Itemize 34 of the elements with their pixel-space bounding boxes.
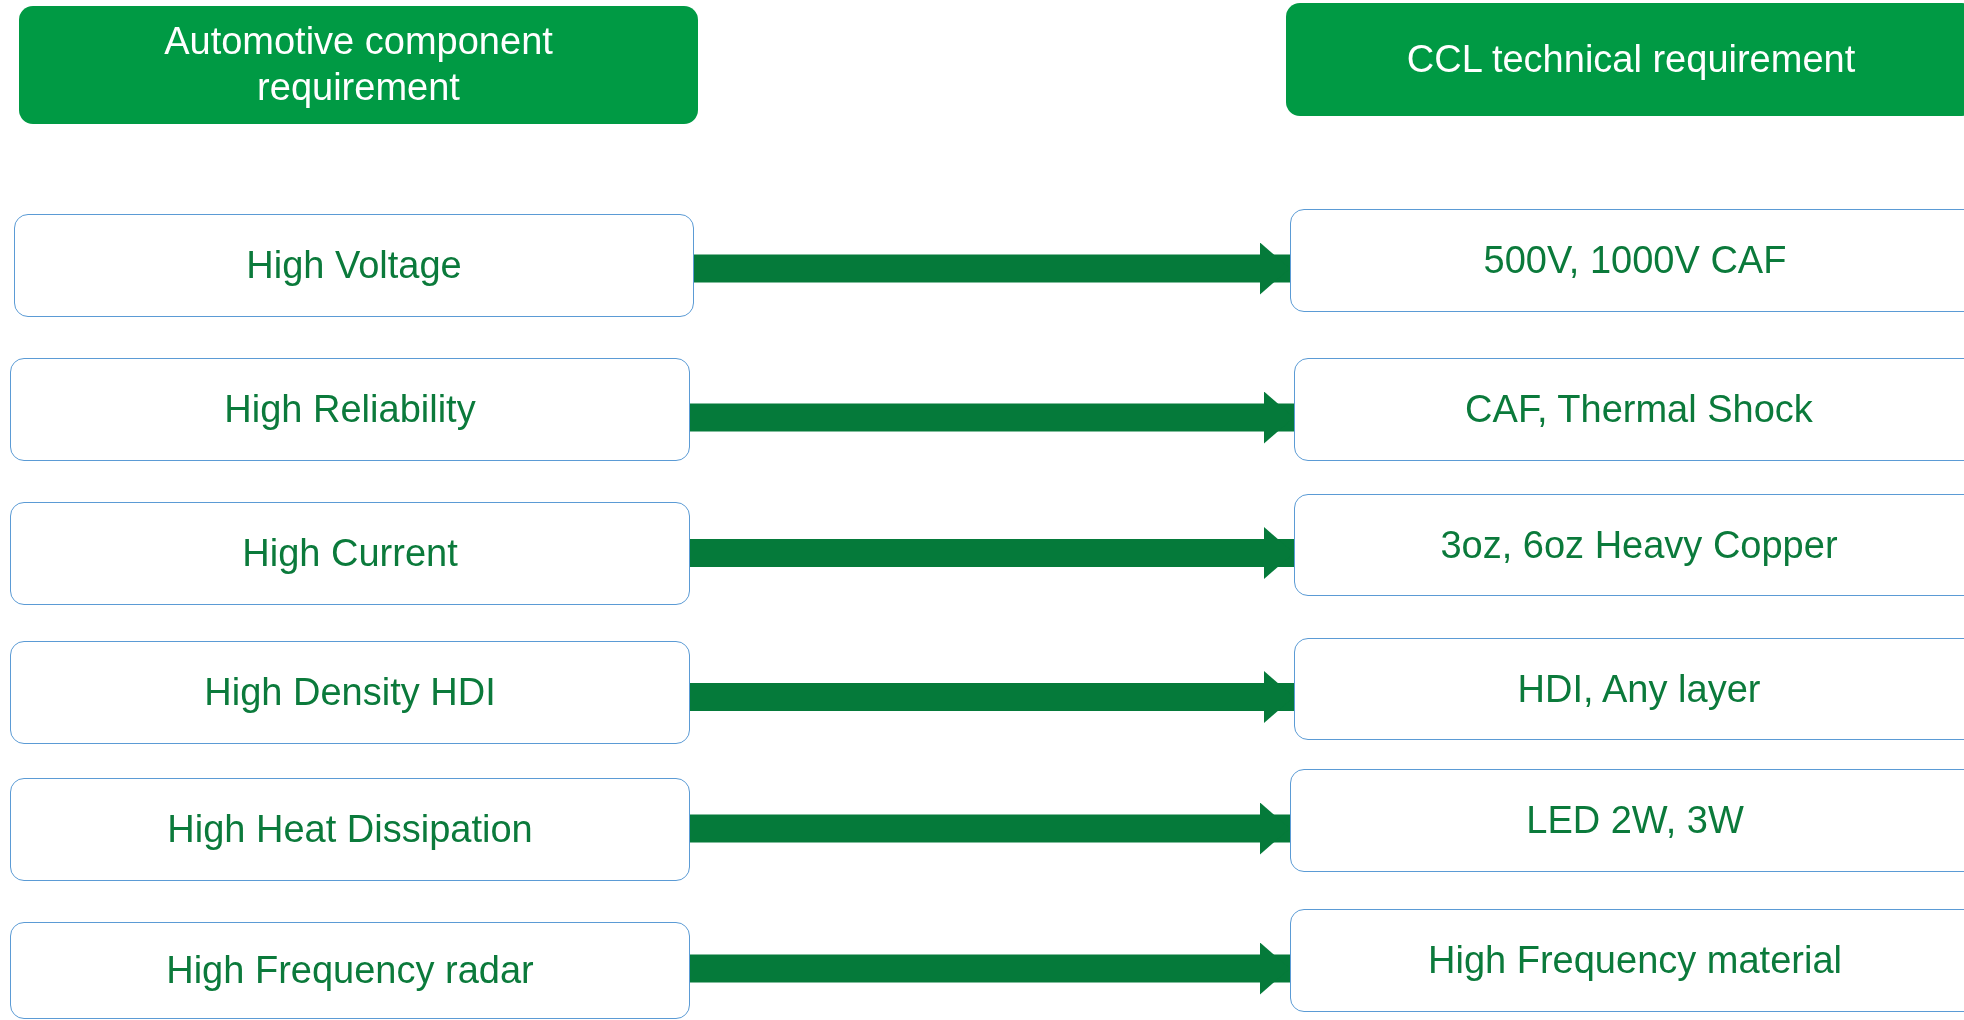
requirement-text: High Voltage xyxy=(245,244,463,287)
requirement-box xyxy=(1290,769,1964,872)
arrow xyxy=(694,242,1290,295)
requirement-box xyxy=(10,922,690,1019)
requirement-box xyxy=(10,641,690,744)
requirement-box xyxy=(10,358,690,461)
arrow xyxy=(690,527,1294,579)
requirement-text: HDI, Any layer xyxy=(1516,667,1762,711)
requirement-text: High Current xyxy=(241,532,459,575)
column-header xyxy=(19,6,698,124)
arrow xyxy=(690,802,1290,855)
arrow xyxy=(690,942,1290,995)
requirement-box xyxy=(14,214,694,317)
header-text: CCL technical requirement xyxy=(1405,36,1857,82)
requirement-text: High Frequency radar xyxy=(165,949,535,992)
requirement-box xyxy=(1294,638,1964,740)
requirement-box xyxy=(1290,209,1964,312)
requirement-text: High Reliability xyxy=(223,388,477,431)
requirement-box xyxy=(1294,358,1964,461)
requirement-box xyxy=(10,778,690,881)
arrow xyxy=(690,391,1294,444)
requirement-text: High Heat Dissipation xyxy=(166,808,534,851)
requirement-box xyxy=(1290,909,1964,1012)
header-text: Automotive component requirement xyxy=(163,19,554,110)
requirement-text: LED 2W, 3W xyxy=(1525,799,1745,842)
requirement-text: High Frequency material xyxy=(1427,939,1843,982)
requirement-text: CAF, Thermal Shock xyxy=(1464,388,1814,431)
requirement-text: 500V, 1000V CAF xyxy=(1482,239,1788,282)
requirement-box xyxy=(10,502,690,605)
arrow xyxy=(690,671,1294,723)
requirement-text: 3oz, 6oz Heavy Copper xyxy=(1439,523,1839,567)
requirement-text: High Density HDI xyxy=(203,671,497,714)
requirement-box xyxy=(1294,494,1964,596)
column-header xyxy=(1286,3,1964,116)
